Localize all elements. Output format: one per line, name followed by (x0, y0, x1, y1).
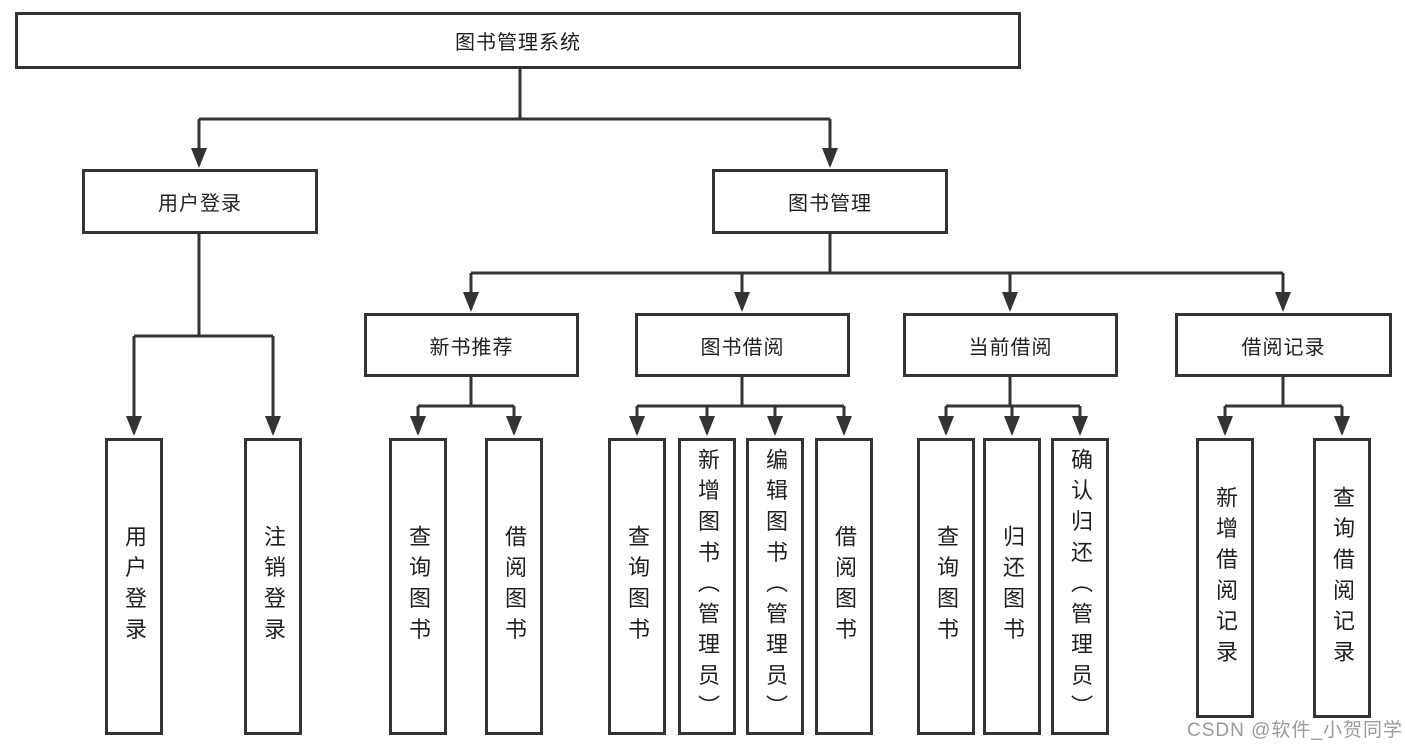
node-bb-borrow-book: 借阅图书 (815, 438, 873, 735)
node-cb-confirm-return: 确认归还（管理员） (1051, 438, 1109, 735)
node-new-book-recommend: 新书推荐 (364, 313, 579, 377)
watermark: CSDN @软件_小贺同学 (1187, 720, 1403, 741)
node-bb-add-book: 新增图书（管理员） (678, 438, 736, 735)
node-cb-return-book: 归还图书 (983, 438, 1041, 735)
node-rec-query-book: 查询图书 (389, 438, 447, 735)
node-record-add: 新增借阅记录 (1196, 438, 1254, 718)
node-cb-query-book: 查询图书 (917, 438, 975, 735)
node-book-management: 图书管理 (712, 169, 948, 234)
node-root: 图书管理系统 (15, 12, 1021, 69)
connector-trunk (134, 68, 1342, 408)
node-borrow-record: 借阅记录 (1175, 313, 1392, 377)
node-current-borrow: 当前借阅 (903, 313, 1118, 377)
node-bb-edit-book: 编辑图书（管理员） (746, 438, 804, 735)
node-book-borrow: 图书借阅 (635, 313, 850, 377)
node-user-login: 用户登录 (82, 169, 318, 234)
node-login: 用户登录 (105, 438, 163, 735)
node-rec-borrow-book: 借阅图书 (485, 438, 543, 735)
node-record-query: 查询借阅记录 (1313, 438, 1371, 718)
node-logout: 注销登录 (244, 438, 302, 735)
node-bb-query-book: 查询图书 (608, 438, 666, 735)
